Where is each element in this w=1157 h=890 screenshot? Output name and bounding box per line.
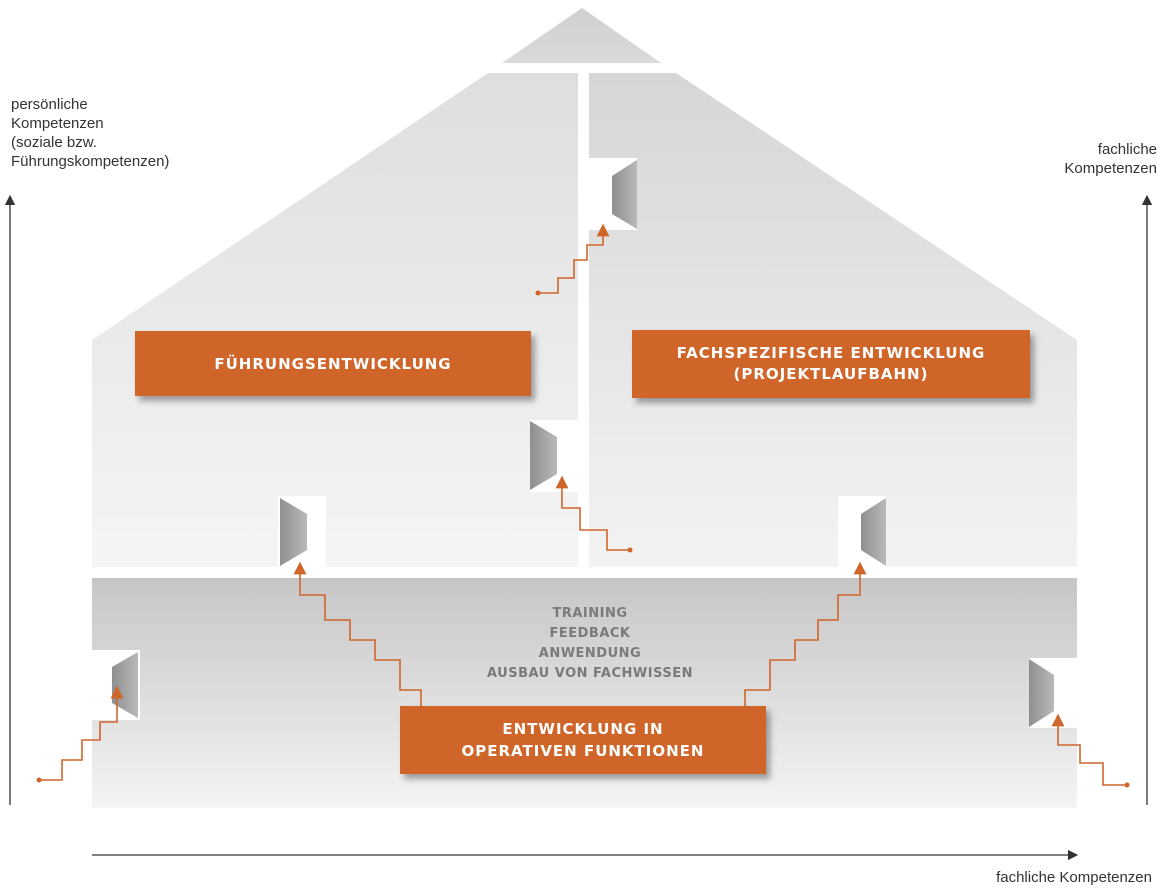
activity-item: AUSBAU VON FACHWISSEN <box>487 666 693 681</box>
roof-peak <box>502 8 661 63</box>
operative-development-box: ENTWICKLUNG IN OPERATIVEN FUNKTIONEN <box>400 706 766 774</box>
door-leaf <box>861 498 886 566</box>
left-axis-label-line: Führungskompetenzen) <box>11 153 170 170</box>
right-axis-label-line: Kompetenzen <box>1064 160 1157 177</box>
door-leaf <box>530 421 557 490</box>
activity-list: TRAINING FEEDBACK ANWENDUNG AUSBAU VON F… <box>440 604 740 684</box>
activity-item: ANWENDUNG <box>538 646 642 661</box>
leadership-development-box: FÜHRUNGSENTWICKLUNG <box>135 331 531 396</box>
left-axis-label-line: Kompetenzen <box>11 115 104 132</box>
specialist-development-sublabel: (PROJEKTLAUFBAHN) <box>733 365 929 383</box>
career-path <box>1051 713 1127 786</box>
right-axis-label: fachliche Kompetenzen <box>1064 140 1157 178</box>
activity-item: TRAINING <box>552 606 628 621</box>
activity-item: FEEDBACK <box>549 626 631 641</box>
bottom-axis-label: fachliche Kompetenzen <box>996 869 1152 886</box>
door-leaf <box>1029 659 1054 727</box>
specialist-development-box: FACHSPEZIFISCHE ENTWICKLUNG (PROJEKTLAUF… <box>632 330 1030 398</box>
upper-left-section <box>92 73 578 567</box>
path-start-dot <box>627 547 633 553</box>
left-axis-label-line: (soziale bzw. <box>11 134 97 151</box>
left-axis-label-line: persönliche <box>11 96 88 113</box>
path-start-dot <box>1124 782 1130 788</box>
right-axis-label-line: fachliche <box>1097 141 1157 158</box>
career-path <box>555 475 630 551</box>
path-start-dot <box>535 290 541 296</box>
upper-right-section <box>589 73 1077 567</box>
career-path <box>538 223 610 294</box>
operative-development-sublabel: OPERATIVEN FUNKTIONEN <box>461 742 705 760</box>
career-path <box>293 561 422 706</box>
door-leaf <box>612 160 637 229</box>
door-leaf <box>280 498 307 566</box>
operative-development-label: ENTWICKLUNG IN <box>502 720 664 738</box>
door-leaf <box>112 652 138 718</box>
leadership-development-label: FÜHRUNGSENTWICKLUNG <box>214 354 452 373</box>
career-path <box>744 561 867 706</box>
left-axis-label: persönliche Kompetenzen (soziale bzw. Fü… <box>11 95 169 171</box>
path-start-dot <box>36 777 42 783</box>
specialist-development-label: FACHSPEZIFISCHE ENTWICKLUNG <box>676 344 986 362</box>
career-path <box>39 685 124 781</box>
